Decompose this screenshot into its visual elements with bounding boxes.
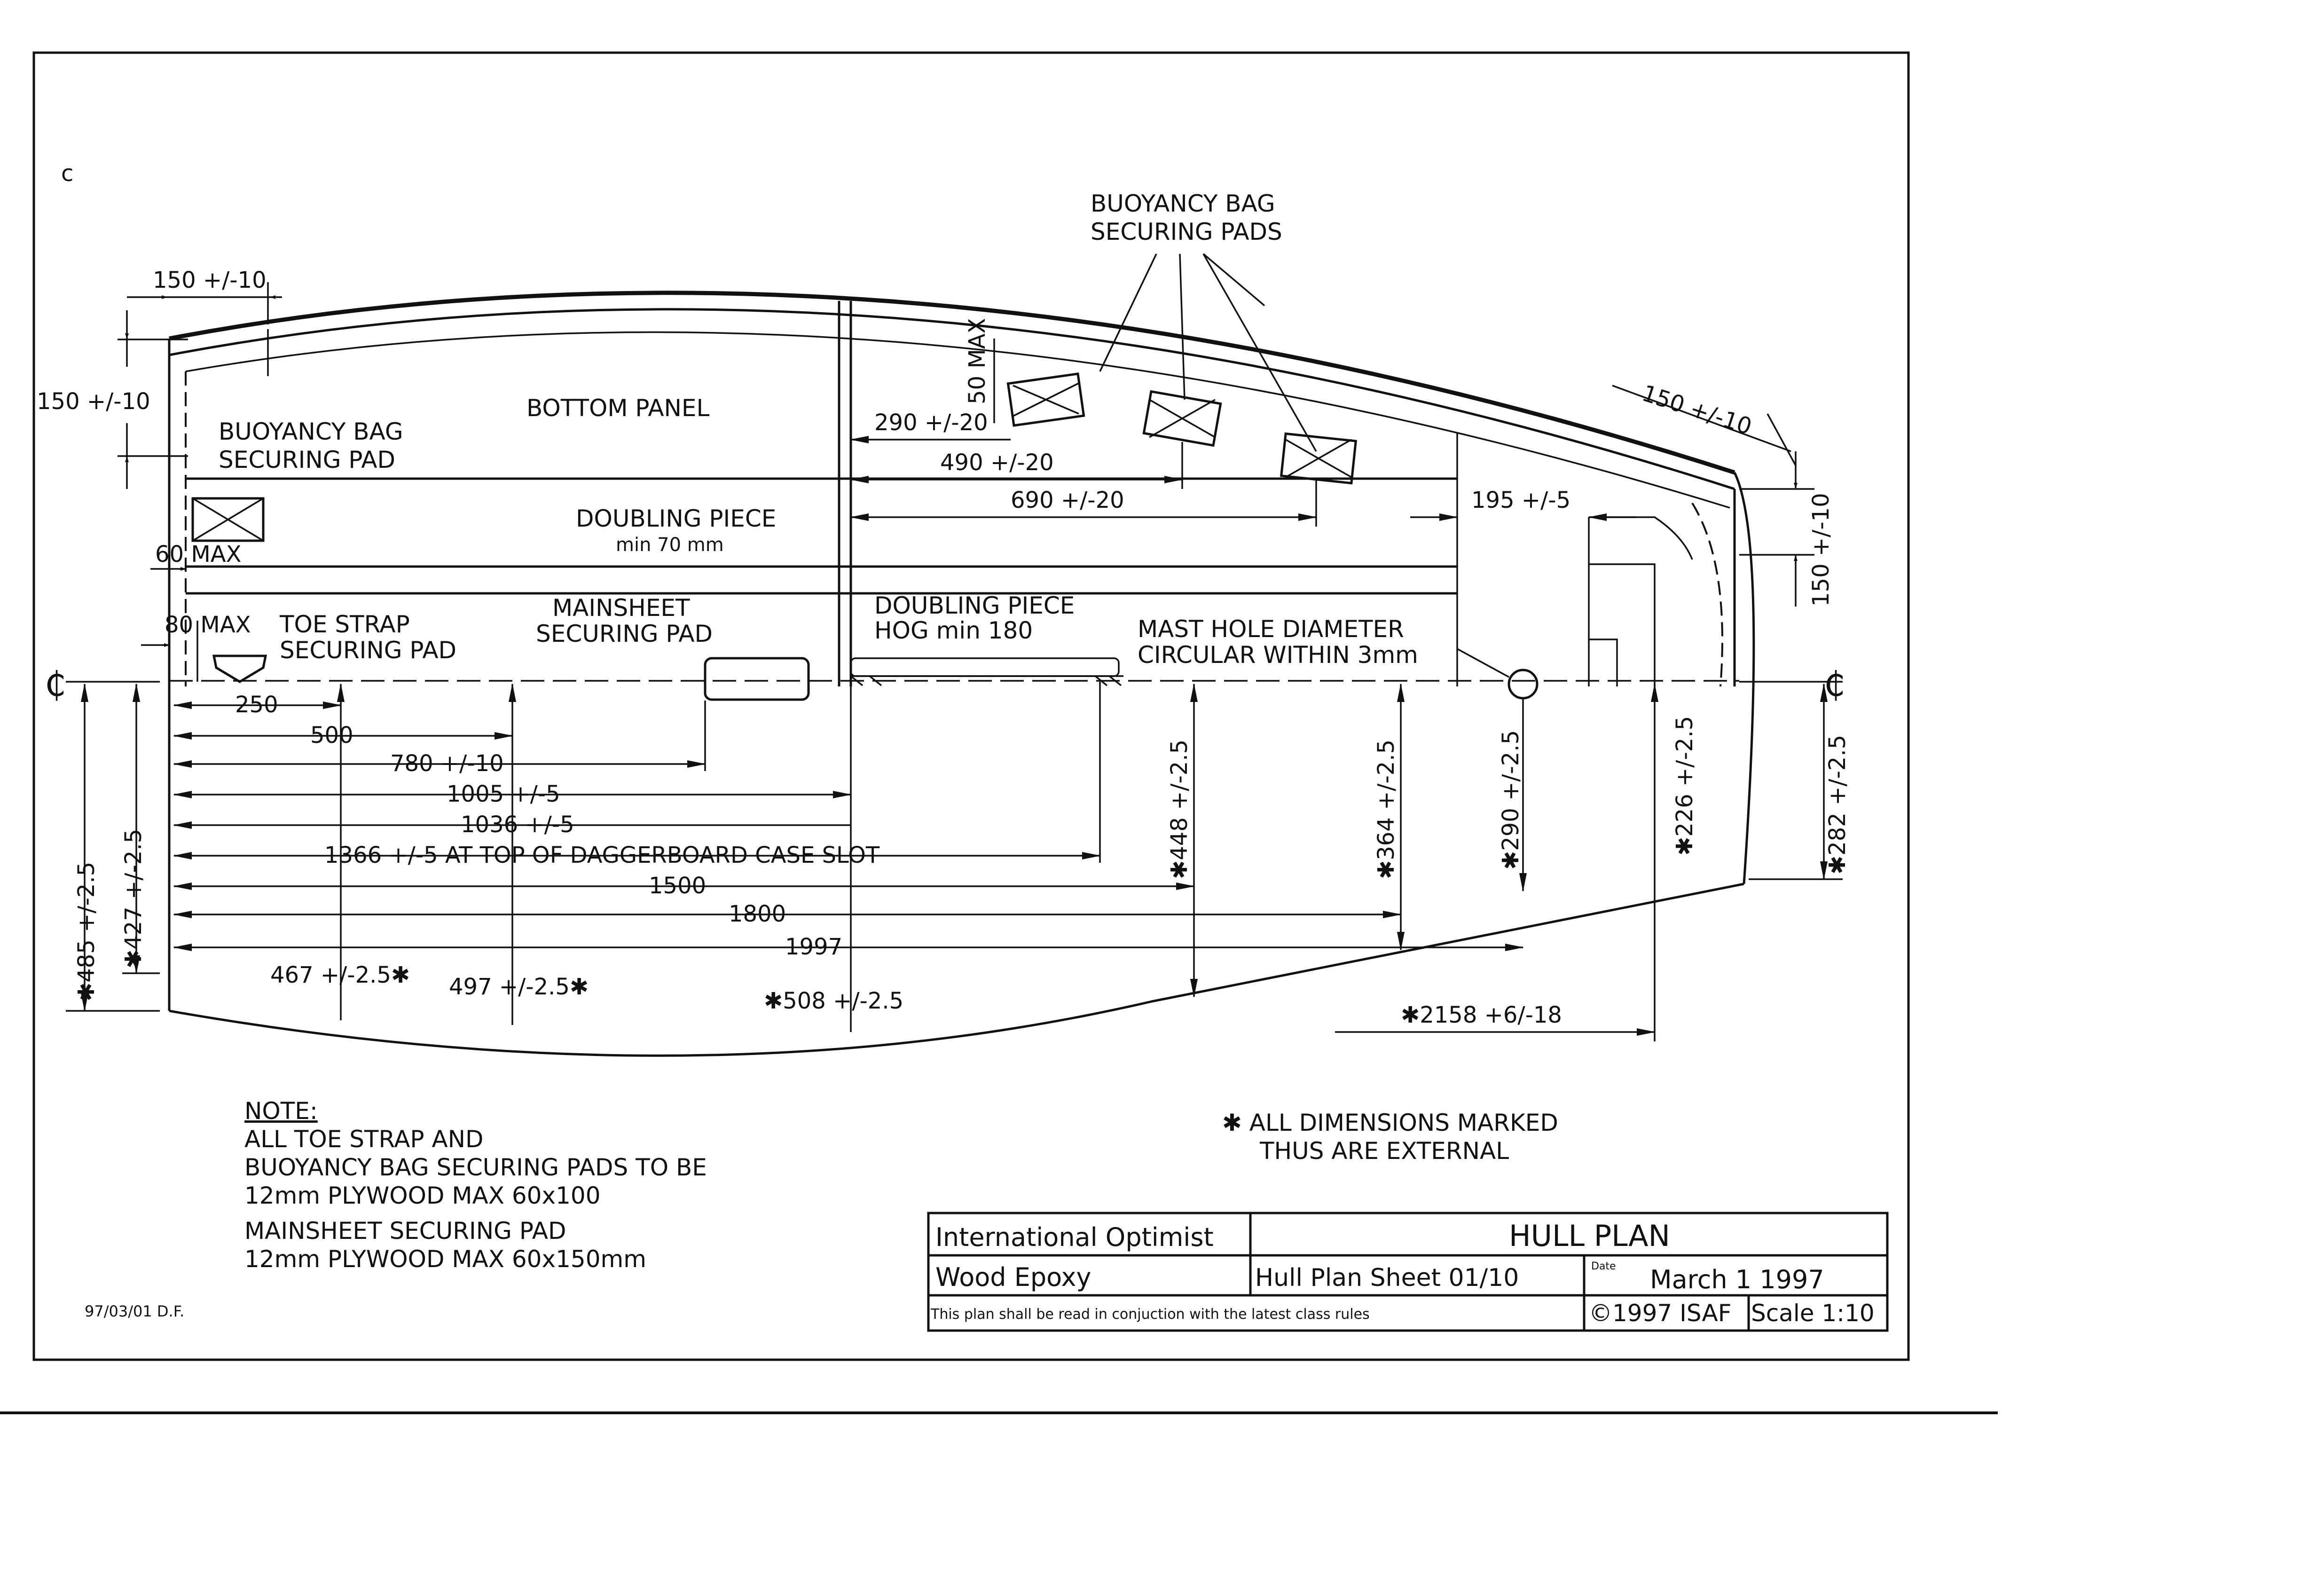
buoyancy-pad-left-label-2: SECURING PAD: [219, 446, 395, 473]
dim-282: ✱282 +/-2.5: [1824, 735, 1851, 875]
dim-2158: ✱2158 +6/-18: [1401, 1002, 1562, 1028]
mast-hole: [1507, 669, 1539, 700]
buoyancy-pads-label-2: SECURING PADS: [1091, 218, 1282, 245]
corner-mark: c: [61, 160, 73, 187]
mainsheet-pad: [704, 657, 810, 701]
note-line-3: 12mm PLYWOOD MAX 60x100: [244, 1182, 601, 1209]
dim-690: 690 +/-20: [1011, 487, 1124, 513]
dim-1366: 1366 +/-5 AT TOP OF DAGGERBOARD CASE SLO…: [324, 842, 880, 868]
dim-150-right: 150 +/-10: [1808, 493, 1834, 607]
dim-1997: 1997: [785, 934, 842, 960]
centerline-mark-right: ₵: [1824, 664, 1845, 704]
external-note-line-1: ✱ ALL DIMENSIONS MARKED: [1222, 1109, 1558, 1136]
buoyancy-pad-3: [1280, 432, 1358, 485]
dim-490: 490 +/-20: [940, 449, 1054, 476]
buoyancy-pad-left: [191, 497, 265, 542]
dim-427: ✱427 +/-2.5: [120, 829, 147, 969]
notes: NOTE: ALL TOE STRAP AND BUOYANCY BAG SEC…: [85, 1097, 1558, 1320]
dim-1036: 1036 +/-5: [461, 812, 574, 838]
note-line-1: ALL TOE STRAP AND: [244, 1126, 484, 1153]
disclaimer: This plan shall be read in conjuction wi…: [930, 1306, 1370, 1323]
mainsheet-label-2: SECURING PAD: [536, 620, 713, 647]
external-note-line-2: THUS ARE EXTERNAL: [1259, 1137, 1509, 1165]
dim-497: 497 +/-2.5✱: [449, 974, 589, 1000]
dim-150-top: 150 +/-10: [153, 267, 267, 293]
dim-290: 290 +/-20: [874, 410, 988, 436]
doubling-piece-label-1: DOUBLING PIECE: [576, 505, 776, 532]
dim-1500: 1500: [649, 873, 706, 899]
dim-508: ✱508 +/-2.5: [764, 988, 903, 1014]
dim-50-max: 50 MAX: [964, 318, 990, 404]
bottom-panel-label: BOTTOM PANEL: [526, 394, 710, 422]
dim-500: 500: [310, 722, 353, 749]
dim-150-bow: 150 +/-10: [1639, 380, 1755, 440]
date-label: Date: [1591, 1261, 1616, 1272]
dim-250: 250: [235, 692, 278, 718]
dim-150-left: 150 +/-10: [37, 388, 150, 415]
buoyancy-pad-1: [1006, 372, 1085, 427]
toe-strap-label-1: TOE STRAP: [279, 611, 410, 638]
note-line-4: MAINSHEET SECURING PAD: [244, 1217, 566, 1245]
dim-80-max: 80 MAX: [165, 612, 251, 638]
sheet-frame: [32, 51, 1910, 1361]
dimension-labels: 150 +/-10 150 +/-10 50 MAX 290 +/-20 490…: [37, 267, 1851, 1028]
leader-lines: [993, 253, 1509, 678]
part-labels: BUOYANCY BAG SECURING PADS BOTTOM PANEL …: [219, 190, 1418, 669]
doubling-hog-label-2: HOG min 180: [874, 617, 1033, 644]
note-line-2: BUOYANCY BAG SECURING PADS TO BE: [244, 1154, 707, 1181]
sheet-number: Hull Plan Sheet 01/10: [1255, 1264, 1519, 1292]
hull-outline: [168, 291, 1755, 1057]
scale: Scale 1:10: [1751, 1300, 1875, 1327]
class-name: International Optimist: [935, 1222, 1214, 1252]
construction-type: Wood Epoxy: [935, 1262, 1091, 1292]
drawing-title: HULL PLAN: [1509, 1219, 1670, 1253]
note-line-5: 12mm PLYWOOD MAX 60x150mm: [244, 1245, 646, 1273]
buoyancy-pad-2: [1142, 390, 1222, 447]
dim-364: ✱364 +/-2.5: [1373, 740, 1399, 879]
mast-hole-label-1: MAST HOLE DIAMETER: [1138, 615, 1404, 643]
dim-195: 195 +/-5: [1471, 487, 1570, 513]
doubling-hog-label-1: DOUBLING PIECE: [874, 592, 1075, 619]
toe-strap-label-2: SECURING PAD: [280, 637, 456, 664]
drawing-date: March 1 1997: [1650, 1265, 1824, 1294]
buoyancy-pads-label-1: BUOYANCY BAG: [1091, 190, 1275, 217]
copyright: ©1997 ISAF: [1589, 1300, 1732, 1327]
dim-448: ✱448 +/-2.5: [1166, 740, 1193, 879]
mast-hole-label-2: CIRCULAR WITHIN 3mm: [1138, 641, 1418, 669]
buoyancy-pad-left-label-1: BUOYANCY BAG: [219, 418, 403, 445]
mainsheet-label-1: MAINSHEET: [552, 594, 690, 622]
dim-1005: 1005 +/-5: [447, 781, 560, 807]
dim-60-max: 60 MAX: [155, 541, 241, 567]
dim-485: ✱485 +/-2.5: [73, 862, 100, 1001]
drawing-reference: 97/03/01 D.F.: [85, 1302, 184, 1320]
note-heading: NOTE:: [244, 1097, 318, 1125]
title-block: International Optimist HULL PLAN Wood Ep…: [927, 1212, 1889, 1332]
dim-780: 780 +/-10: [390, 750, 504, 777]
dim-226: ✱226 +/-2.5: [1672, 716, 1698, 856]
dim-467: 467 +/-2.5✱: [270, 962, 410, 988]
dim-290-vertical: ✱290 +/-2.5: [1498, 730, 1524, 870]
doubling-piece-label-2: min 70 mm: [616, 534, 724, 556]
centerline-mark-left: ₵: [45, 664, 66, 704]
toe-strap-pad: [212, 654, 267, 683]
dim-1800: 1800: [729, 901, 786, 927]
dimension-lines: [66, 282, 1843, 1041]
